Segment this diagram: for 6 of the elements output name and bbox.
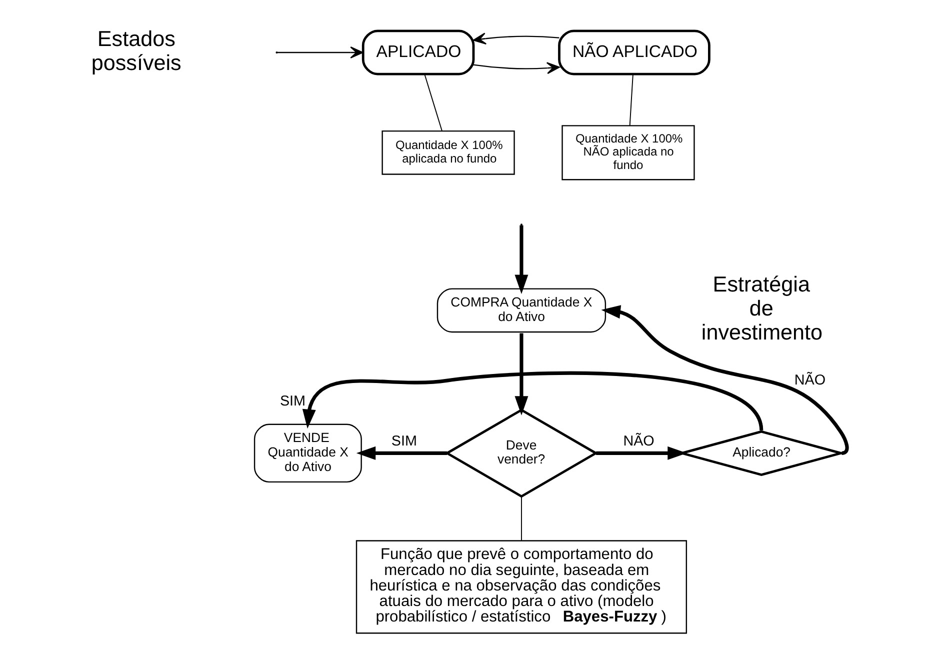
edge-label: NÃO: [794, 372, 826, 388]
edge-label: NÃO: [622, 433, 654, 450]
edge-label: SIM: [279, 393, 306, 410]
label: Estratégia de investimento: [700, 272, 822, 345]
label: Estados possíveis: [90, 26, 181, 75]
edge-label: SIM: [390, 433, 416, 450]
